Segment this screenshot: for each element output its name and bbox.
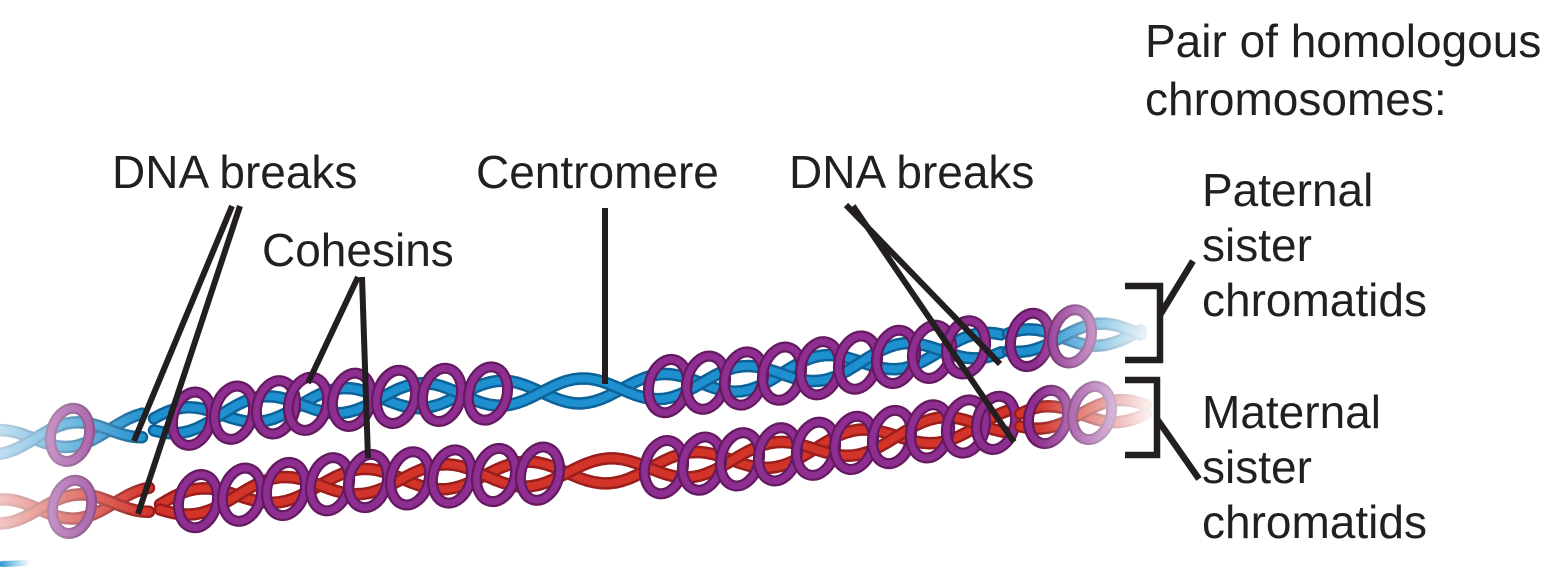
cohesin-ring [370,364,422,430]
cohesin-ring [172,469,224,534]
maternal-sister-chromatids [153,390,1022,534]
label-paternal-sister-chromatids: Paternal sister chromatids [1202,164,1427,326]
cohesin-ring [462,361,514,426]
maternal-bracket [1125,376,1202,481]
maternal-chromatid-left-fragment [0,474,156,539]
cohesin-ring [514,441,566,506]
cohesin-ring [326,367,378,432]
paternal-chromatid-right-fragment [1001,304,1148,373]
label-dna-breaks-right: DNA breaks [789,146,1035,198]
cohesin-ring [250,375,302,440]
paternal-sister-chromatids [147,315,1008,451]
cohesin-ring [426,444,478,509]
cohesin-ring [1066,380,1118,446]
maternal-chromatid-right-fragment [1013,380,1153,450]
cohesin-ring [416,362,468,427]
label-maternal-sister-chromatids: Maternal sister chromatids [1202,386,1427,548]
cohesin-ring [470,442,522,508]
pointer-lines [131,202,1017,515]
cohesin-ring [1022,384,1074,450]
cutoff-strand-fragment [0,560,31,567]
cohesin-ring [216,462,268,527]
paternal-bracket [1125,259,1196,364]
label-centromere: Centromere [476,146,719,198]
cohesin-ring [282,371,334,436]
label-pair-of-homologous-chromosomes: Pair of homologous chromosomes: [1145,15,1542,125]
cohesin-ring [940,394,992,459]
paternal-chromatid-left-fragment [0,402,149,467]
cohesin-ring [260,456,312,522]
cohesin-ring [46,474,98,539]
cohesin-ring [1046,304,1098,369]
label-dna-breaks-left: DNA breaks [112,146,358,198]
label-cohesins: Cohesins [262,224,454,276]
cohesin-ring [44,402,96,467]
